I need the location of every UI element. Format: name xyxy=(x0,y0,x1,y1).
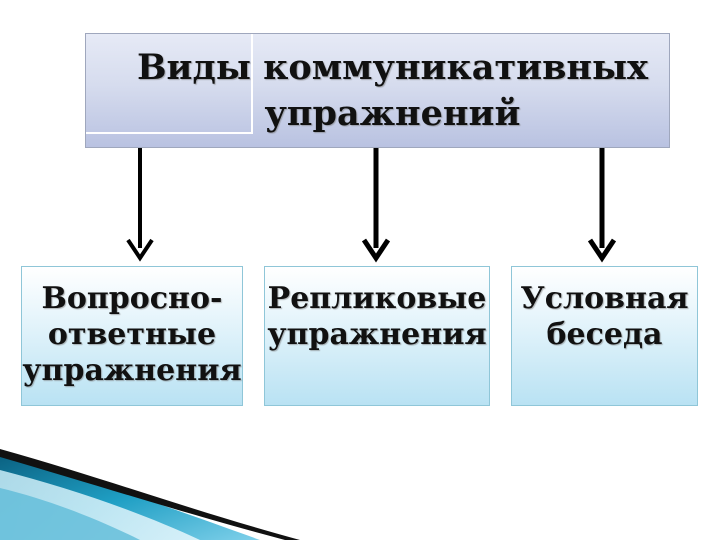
arrow-right xyxy=(587,148,617,263)
title-box: Виды коммуникативных упражнений xyxy=(85,33,670,148)
child-1-line-3: упражнения xyxy=(22,353,242,388)
arrow-left xyxy=(126,148,154,262)
child-3-line-2: беседа xyxy=(546,317,663,352)
child-2-line-2: упражнения xyxy=(267,317,487,352)
child-1-line-1: Вопросно- xyxy=(41,281,223,316)
title-line-1: Виды коммуникативных xyxy=(136,46,649,88)
arrow-center xyxy=(361,148,391,263)
child-box-conditional-conversation: Условная беседа xyxy=(511,266,698,406)
child-2-line-1: Репликовые xyxy=(267,281,487,316)
title-text: Виды коммуникативных упражнений xyxy=(137,45,648,137)
child-3-line-1: Условная xyxy=(520,281,689,316)
child-box-replica: Репликовые упражнения xyxy=(264,266,490,406)
title-line-2: упражнений xyxy=(264,92,521,134)
child-box-question-answer: Вопросно- ответные упражнения xyxy=(21,266,243,406)
child-1-line-2: ответные xyxy=(47,317,217,352)
